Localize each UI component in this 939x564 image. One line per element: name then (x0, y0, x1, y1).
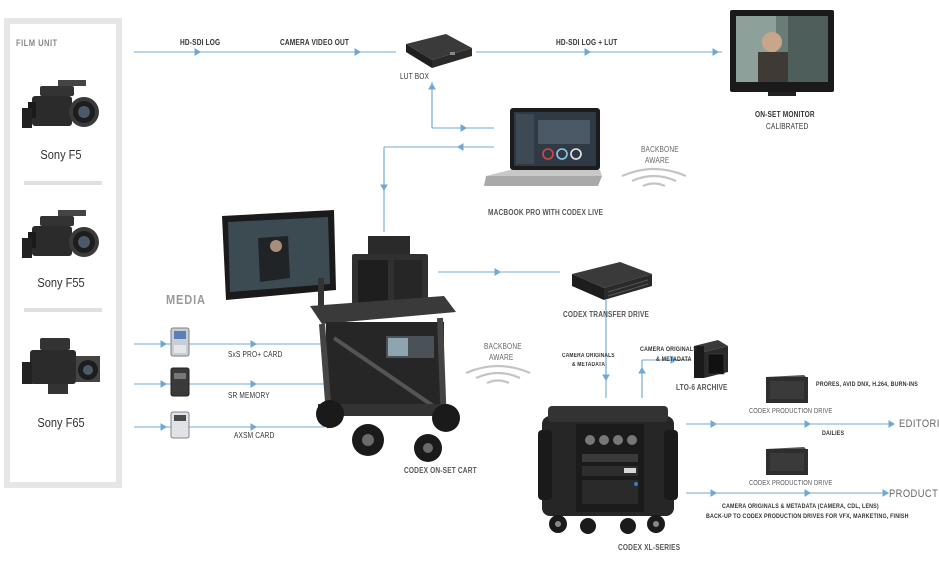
label-editorial: EDITORIAL (899, 418, 939, 430)
label-axsm-card: AXSM CARD (234, 431, 275, 440)
sony-f65-camera-icon (22, 338, 100, 394)
label-camera-originals-b-l1: CAMERA ORIGINALS (640, 346, 697, 353)
label-backbone-2: BACKBONE (484, 342, 522, 351)
label-calibrated: CALIBRATED (766, 122, 809, 131)
sr-memory-icon (170, 367, 190, 397)
codex-on-set-cart-icon (222, 210, 460, 462)
label-camera-originals-b-l2: & METADATA (656, 356, 692, 363)
label-production: PRODUCTION (889, 488, 939, 500)
sony-f5-label: Sony F5 (40, 147, 82, 162)
label-aware-2: AWARE (489, 353, 514, 362)
wifi-arcs (465, 167, 687, 385)
production-drive-1-icon (766, 375, 808, 403)
camera-divider-1 (24, 181, 102, 185)
lto-6-archive-icon (694, 340, 728, 378)
label-on-set-monitor: ON-SET MONITOR (755, 110, 815, 119)
label-codex-xl-series: CODEX XL-SERIES (618, 543, 681, 552)
on-set-monitor-icon (730, 10, 834, 96)
label-production-drive-2: CODEX PRODUCTION DRIVE (749, 480, 833, 487)
label-production-drive-1: CODEX PRODUCTION DRIVE (749, 408, 833, 415)
label-lut-box: LUT BOX (400, 72, 430, 81)
sxs-pro-card-icon (170, 327, 190, 357)
lut-box-icon (406, 34, 472, 68)
label-camera-originals-l2: & METADATA (572, 362, 606, 368)
label-camera-originals-l1: CAMERA ORIGINALS (562, 353, 615, 359)
sony-f5-camera-icon (22, 80, 99, 128)
label-sxs-pro-card: SxS PRO+ CARD (228, 350, 283, 359)
label-codex-transfer-drive: CODEX TRANSFER DRIVE (563, 310, 650, 319)
label-lto-6-archive: LTO-6 ARCHIVE (676, 383, 728, 392)
label-hd-sdi-log: HD-SDI LOG (180, 38, 221, 47)
codex-transfer-drive-icon (572, 262, 652, 300)
sony-f65-label: Sony F65 (37, 415, 85, 430)
label-codex-on-set-cart: CODEX ON-SET CART (404, 466, 477, 475)
label-aware-1: AWARE (645, 156, 670, 165)
label-backup-l2: BACK-UP TO CODEX PRODUCTION DRIVES FOR V… (706, 513, 909, 520)
film-unit-title: FILM UNIT (16, 38, 58, 48)
label-backbone-1: BACKBONE (641, 145, 679, 154)
codex-xl-series-icon (538, 406, 678, 534)
sony-f55-label: Sony F55 (37, 275, 85, 290)
macbook-pro-icon (484, 108, 602, 186)
sony-f55-camera-icon (22, 210, 99, 258)
media-title: MEDIA (166, 292, 206, 307)
label-dailies: DAILIES (822, 430, 845, 437)
label-macbook-pro: MACBOOK PRO WITH CODEX LIVE (488, 208, 604, 217)
label-backup-l1: CAMERA ORIGINALS & METADATA (CAMERA, CDL… (722, 503, 879, 510)
label-sr-memory: SR MEMORY (228, 391, 270, 400)
axsm-card-icon (170, 411, 190, 439)
camera-divider-2 (24, 308, 102, 312)
label-hd-sdi-log-lut: HD-SDI LOG + LUT (556, 38, 618, 47)
label-formats: PRORES, AVID DNX, H.264, BURN-INS (816, 381, 918, 388)
production-drive-2-icon (766, 447, 808, 475)
label-camera-video-out: CAMERA VIDEO OUT (280, 38, 350, 47)
